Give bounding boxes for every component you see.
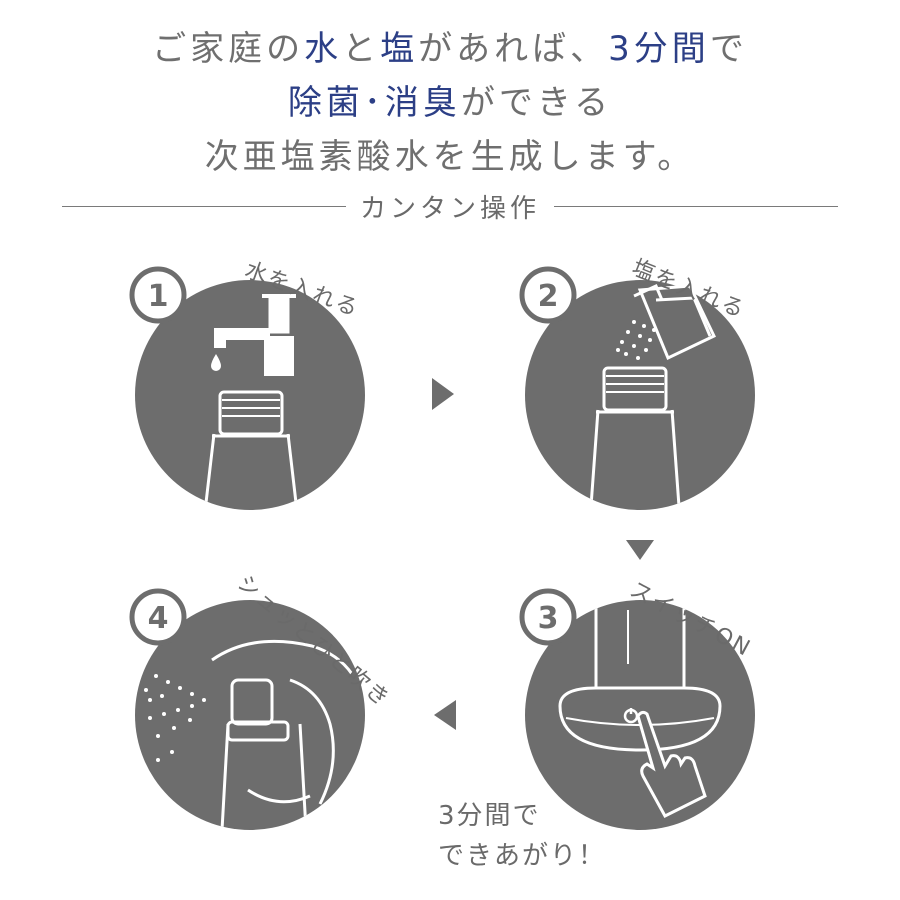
headline: ご家庭の水と塩があれば、3分間で 除菌･消臭ができる 次亜塩素酸水を生成します。 [0,22,900,184]
step-4: 4 [129,588,365,830]
completion-line-1: 3分間で [438,801,541,831]
section-title: カンタン操作 [360,193,541,224]
salt-shaker-icon [633,284,717,361]
step-3-badge [519,588,577,646]
headline-highlight-effect: 除菌･消臭 [287,83,461,123]
headline-text: ご家庭の [152,29,305,69]
step-1-badge [129,266,187,324]
spray-bottle-icon [211,639,354,830]
completion-line-2: できあがり！ [438,841,607,871]
headline-highlight-minutes: 3分間 [608,29,710,69]
completion-note: 3分間で できあがり！ [438,796,606,876]
spray-mist [144,674,206,762]
step-4-badge [129,588,187,646]
headline-text: ができる [460,83,613,123]
step-4-circle [135,600,365,830]
arrow-left-icon [434,700,456,730]
divider-right [554,205,839,207]
faucet-icon [211,294,296,376]
headline-text: で [709,29,748,69]
headline-line-2: 除菌･消臭ができる [0,76,900,130]
salt-grains [616,320,656,360]
headline-text: があれば、 [418,29,609,69]
step-3: 3 [519,588,755,830]
headline-highlight-water: 水 [304,29,343,69]
step-2-number: 2 [538,279,559,314]
headline-highlight-salt: 塩 [380,29,419,69]
step-1-circle [135,280,365,510]
step-2: 2 [519,266,755,510]
step-2-badge [519,266,577,324]
arrow-right-icon [432,378,454,410]
finger-icon [636,710,707,818]
step-4-number: 4 [148,601,169,636]
section-header: カンタン操作 [62,186,839,226]
divider-left [62,205,346,207]
step-1-number: 1 [148,279,169,314]
arrow-down-icon [626,540,654,560]
headline-line-1: ご家庭の水と塩があれば、3分間で [0,22,900,76]
headline-line-3: 次亜塩素酸水を生成します。 [204,137,696,177]
step-3-number: 3 [538,601,559,636]
headline-text: と [342,29,381,69]
